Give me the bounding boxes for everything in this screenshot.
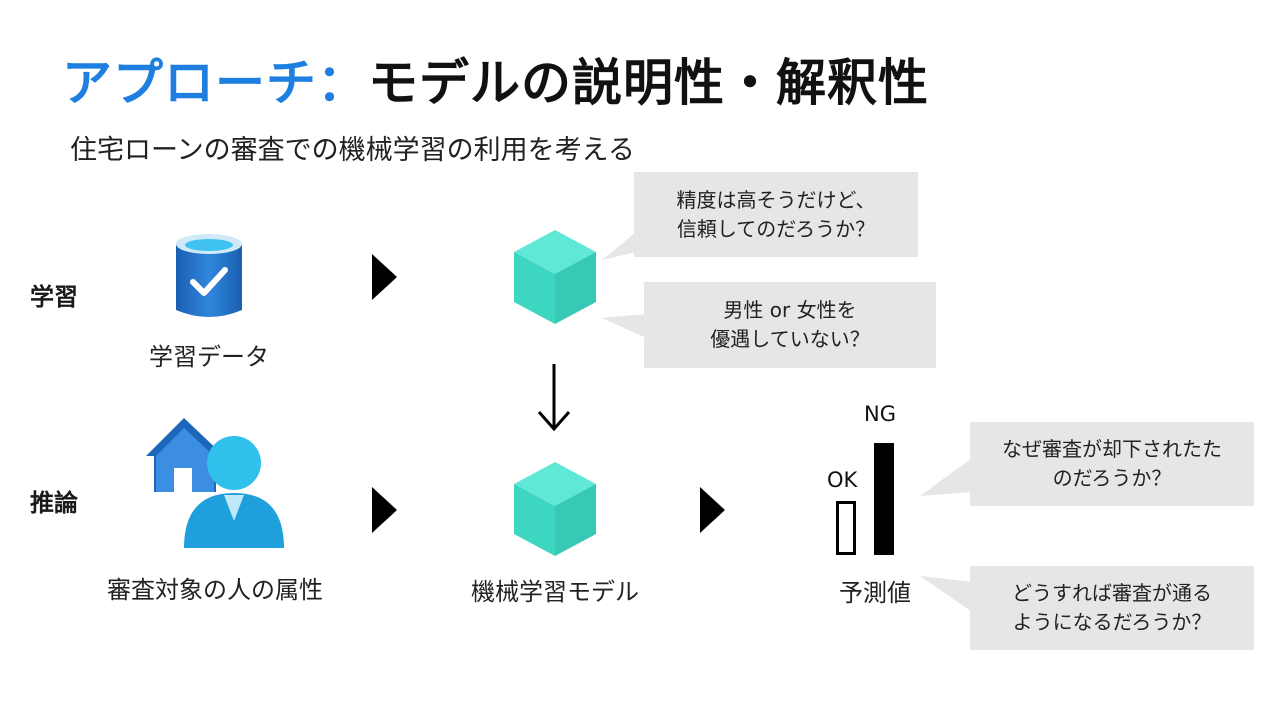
- arrow-right-icon: [700, 487, 725, 533]
- title-accent: アプローチ：: [62, 54, 368, 112]
- cube-icon: [514, 462, 596, 556]
- bar-ng: [874, 443, 894, 555]
- database-check-icon: [174, 232, 244, 322]
- bubble-how-line2: ようになるだろうか？: [1012, 610, 1212, 634]
- speech-bubble-gender: 男性 or 女性を 優遇していない？: [602, 282, 936, 368]
- person-house-icon: [144, 418, 284, 553]
- bar-label-ok: OK: [827, 468, 858, 492]
- arrow-down-icon: [536, 362, 572, 432]
- speech-bubble-how-pass: どうすれば審査が通る ようになるだろうか？: [920, 566, 1254, 650]
- bubble-why-line1: なぜ審査が却下されたた: [1002, 437, 1222, 461]
- bar-label-ng: NG: [864, 402, 896, 426]
- bubble-why-line2: のだろうか？: [1052, 466, 1172, 490]
- cube-icon: [514, 230, 596, 324]
- page-title: アプローチ：モデルの説明性・解釈性: [62, 50, 929, 116]
- bubble-accuracy-line2: 信頼してのだろうか？: [676, 216, 876, 241]
- title-main: モデルの説明性・解釈性: [368, 54, 929, 112]
- speech-bubble-accuracy: 精度は高そうだけど、 信頼してのだろうか？: [602, 172, 918, 264]
- subtitle: 住宅ローンの審査での機械学習の利用を考える: [70, 135, 635, 166]
- bar-ok: [836, 501, 856, 555]
- bubble-gender-line2: 優遇していない？: [710, 327, 870, 351]
- arrow-right-icon: [372, 254, 397, 300]
- row-label-infer: 推論: [30, 489, 78, 517]
- bubble-accuracy-line1: 精度は高そうだけど、: [676, 187, 876, 212]
- caption-applicant: 審査対象の人の属性: [107, 576, 323, 604]
- row-label-train: 学習: [30, 283, 78, 311]
- caption-training-data: 学習データ: [149, 343, 269, 371]
- arrow-right-icon: [372, 487, 397, 533]
- bubble-how-line1: どうすれば審査が通る: [1012, 581, 1212, 605]
- speech-bubble-why-rejected: なぜ審査が却下されたた のだろうか？: [920, 422, 1254, 506]
- caption-prediction: 予測値: [839, 579, 911, 607]
- caption-model: 機械学習モデル: [471, 578, 639, 606]
- bubble-gender-line1: 男性 or 女性を: [723, 298, 857, 322]
